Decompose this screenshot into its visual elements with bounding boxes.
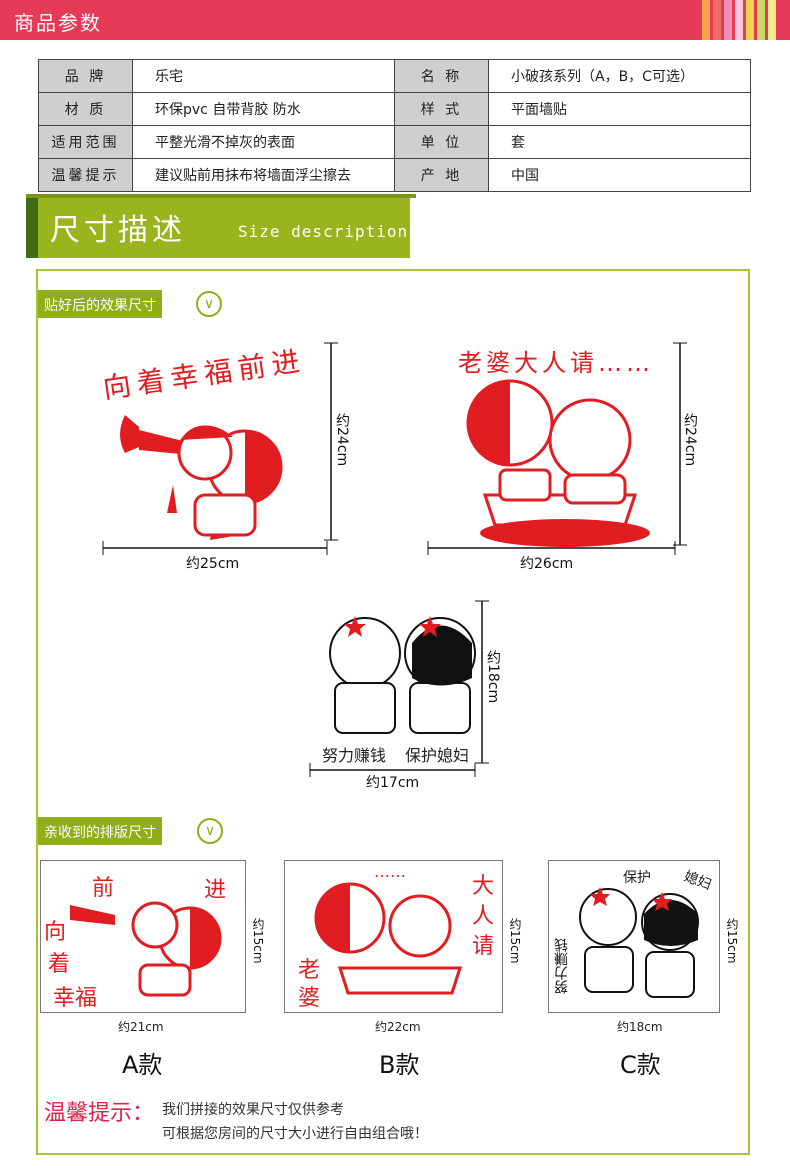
param-key: 适用范围	[38, 125, 133, 159]
param-value: 建议贴前用抹布将墙面浮尘擦去	[132, 158, 395, 192]
param-value: 乐宅	[132, 59, 395, 93]
dimension-height: 约24cm	[682, 413, 698, 467]
layout-box-b	[284, 860, 503, 1013]
dimension-width: 约21cm	[118, 1020, 164, 1034]
layout-text: 努力赚钱	[554, 938, 570, 994]
dimension-height: 约15cm	[725, 918, 739, 964]
params-table: 品 牌 乐宅 名 称 小破孩系列（A，B，C可选） 材 质 环保pvc 自带背胶…	[38, 59, 751, 192]
dimension-height: 约24cm	[334, 413, 350, 467]
tip-line: 可根据您房间的尺寸大小进行自由组合哦！	[162, 1126, 428, 1142]
effect-size-tag: 贴好后的效果尺寸	[38, 290, 162, 318]
layout-text: 幸福	[53, 986, 98, 1011]
dimension-width: 约18cm	[617, 1020, 663, 1034]
table-row: 温馨提示 建议贴前用抹布将墙面浮尘擦去 产 地 中国	[38, 158, 751, 192]
layout-text: 人	[472, 904, 495, 929]
chevron-down-circle-icon: ∨	[197, 818, 223, 844]
dimension-height: 约15cm	[508, 918, 522, 964]
model-label-c: C款	[620, 1051, 661, 1079]
dimension-height: 约15cm	[251, 918, 265, 964]
size-frame	[36, 269, 750, 1155]
layout-text: 婆	[298, 986, 321, 1011]
param-value: 套	[488, 125, 751, 159]
section-title: 尺寸描述	[50, 213, 186, 248]
param-value: 中国	[488, 158, 751, 192]
param-key: 品 牌	[38, 59, 133, 93]
sticker-caption: 努力赚钱	[322, 746, 387, 765]
dimension-width: 约22cm	[375, 1020, 421, 1034]
model-label-b: B款	[379, 1051, 420, 1079]
tip-heading: 温馨提示：	[44, 1101, 155, 1126]
dimension-height: 约18cm	[485, 650, 501, 704]
section-subtitle: Size description	[238, 222, 409, 241]
param-key: 温馨提示	[38, 158, 133, 192]
layout-text: 进	[204, 878, 227, 903]
tip-line: 我们拼接的效果尺寸仅供参考	[162, 1102, 344, 1118]
dimension-width: 约17cm	[366, 775, 420, 791]
layout-text: 向	[44, 920, 67, 945]
header-bar	[0, 0, 790, 40]
param-value: 小破孩系列（A，B，C可选）	[488, 59, 751, 93]
table-row: 品 牌 乐宅 名 称 小破孩系列（A，B，C可选）	[38, 59, 751, 93]
sticker-march-illustration	[102, 342, 338, 555]
param-value: 环保pvc 自带背胶 防水	[132, 92, 395, 126]
dimension-width: 约26cm	[520, 556, 574, 572]
param-key: 样 式	[394, 92, 489, 126]
section-banner-edge	[26, 198, 38, 258]
sticker-caption: 保护媳妇	[405, 746, 470, 765]
header-title: 商品参数	[14, 11, 102, 35]
layout-text: 保护	[623, 870, 651, 886]
model-label-a: A款	[122, 1051, 163, 1079]
layout-size-tag: 亲收到的排版尺寸	[38, 817, 162, 845]
layout-text: 前	[92, 876, 115, 901]
header-color-stripes	[699, 0, 776, 40]
dimension-width: 约25cm	[186, 556, 240, 572]
layout-text: 大	[472, 874, 495, 899]
sticker-caption: 老婆大人请……	[458, 349, 654, 377]
param-value: 平整光滑不掉灰的表面	[132, 125, 395, 159]
layout-box-a	[40, 860, 246, 1013]
layout-text: 老	[298, 958, 321, 983]
section-banner-top	[26, 194, 416, 198]
chevron-down-circle-icon: ∨	[196, 291, 222, 317]
param-key: 材 质	[38, 92, 133, 126]
layout-text: 着	[48, 952, 71, 977]
layout-box-c	[548, 860, 720, 1013]
layout-text: ……	[374, 862, 406, 881]
param-key: 名 称	[394, 59, 489, 93]
param-key: 产 地	[394, 158, 489, 192]
section-banner-arrow	[380, 198, 410, 258]
param-value: 平面墙贴	[488, 92, 751, 126]
layout-text: 请	[472, 934, 495, 959]
sticker-footbath-illustration	[427, 342, 687, 555]
sticker-soldiers-illustration	[309, 600, 489, 777]
layout-b-illustration	[314, 882, 463, 995]
section-banner	[38, 198, 410, 258]
table-row: 适用范围 平整光滑不掉灰的表面 单 位 套	[38, 125, 751, 159]
param-key: 单 位	[394, 125, 489, 159]
layout-a-illustration	[70, 901, 222, 997]
layout-c-illustration	[579, 887, 699, 998]
table-row: 材 质 环保pvc 自带背胶 防水 样 式 平面墙贴	[38, 92, 751, 126]
